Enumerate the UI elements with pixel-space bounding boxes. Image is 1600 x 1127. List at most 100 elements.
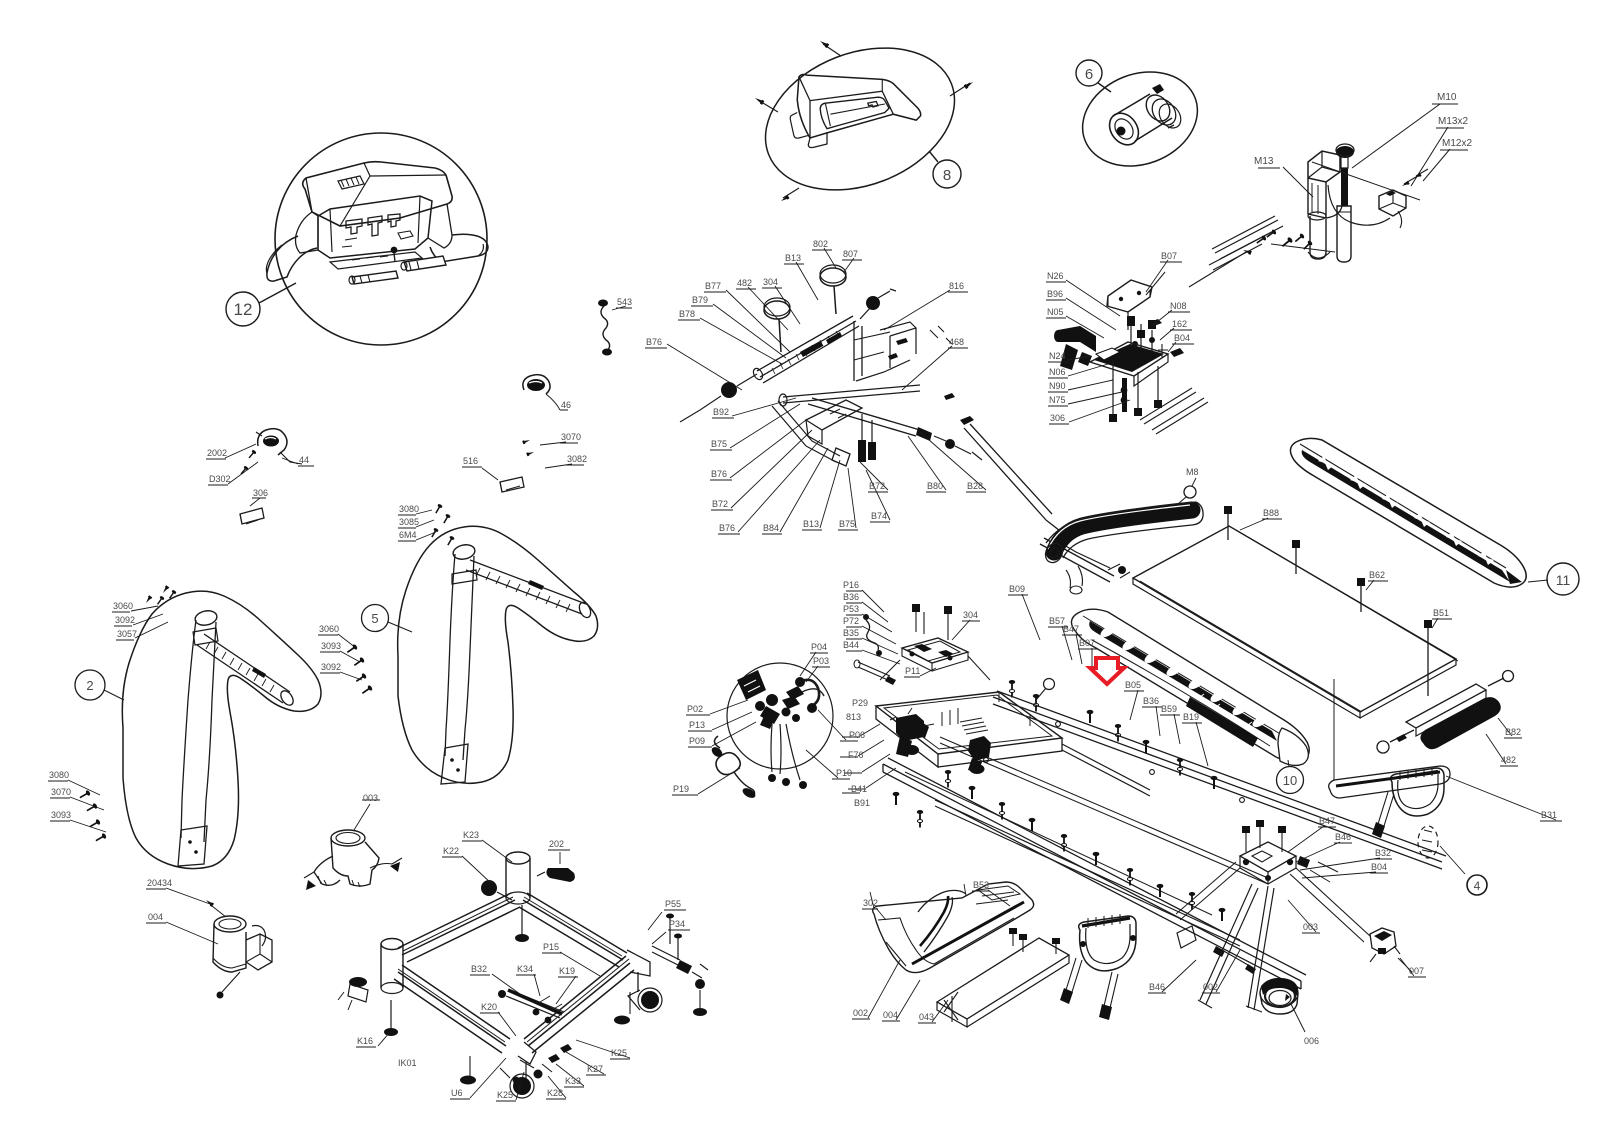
svg-text:P11: P11 [905,666,920,676]
svg-text:K34: K34 [517,964,533,974]
svg-text:006: 006 [1304,1036,1319,1046]
svg-text:3093: 3093 [51,810,71,820]
svg-text:N24: N24 [1049,351,1066,361]
svg-text:K28: K28 [547,1088,563,1098]
svg-text:B76: B76 [646,337,662,347]
svg-text:B32: B32 [1375,848,1391,858]
svg-text:B32: B32 [471,964,487,974]
svg-text:3082: 3082 [567,454,587,464]
svg-text:P02: P02 [687,704,703,714]
svg-text:11: 11 [1556,572,1571,588]
svg-text:10: 10 [1283,773,1297,788]
svg-text:302: 302 [863,898,878,908]
svg-text:12: 12 [234,300,253,319]
svg-text:3092: 3092 [115,615,135,625]
svg-text:46: 46 [561,400,571,410]
svg-text:3092: 3092 [321,662,341,672]
svg-text:P55: P55 [665,899,681,909]
svg-text:N90: N90 [1049,381,1066,391]
svg-text:B79: B79 [692,295,708,305]
svg-text:B57: B57 [1049,616,1065,626]
svg-text:B07: B07 [1079,638,1095,648]
svg-text:44: 44 [299,455,309,465]
svg-text:002: 002 [1203,982,1218,992]
svg-text:468: 468 [949,337,964,347]
svg-text:IK01: IK01 [398,1058,417,1068]
svg-text:B62: B62 [1369,570,1385,580]
svg-text:B41: B41 [851,784,867,794]
svg-text:816: 816 [949,281,964,291]
svg-text:B78: B78 [679,309,695,319]
svg-text:P15: P15 [543,942,559,952]
svg-text:P53: P53 [843,604,859,614]
svg-text:B75: B75 [839,519,855,529]
svg-text:3070: 3070 [561,432,581,442]
svg-text:306: 306 [1050,413,1065,423]
svg-text:B04: B04 [1174,333,1190,343]
svg-text:F76: F76 [848,750,864,760]
svg-text:N26: N26 [1047,271,1064,281]
svg-text:B09: B09 [1009,584,1025,594]
svg-text:K27: K27 [587,1064,603,1074]
svg-text:3085: 3085 [399,517,419,527]
svg-text:K25: K25 [497,1090,513,1100]
svg-text:5: 5 [371,611,378,626]
svg-text:N75: N75 [1049,395,1066,405]
svg-text:003: 003 [1303,922,1318,932]
svg-text:P29: P29 [852,698,868,708]
svg-text:B91: B91 [854,798,870,808]
svg-text:B36: B36 [843,592,859,602]
svg-text:P10: P10 [836,768,852,778]
svg-text:M12x2: M12x2 [1442,138,1472,149]
svg-text:4: 4 [1474,879,1481,893]
svg-text:543: 543 [617,297,632,307]
svg-text:B28: B28 [967,481,983,491]
svg-text:B47: B47 [1063,624,1079,634]
svg-text:P06: P06 [849,730,865,740]
svg-text:K19: K19 [559,966,575,976]
svg-text:004: 004 [883,1010,898,1020]
svg-text:K33: K33 [565,1076,581,1086]
svg-text:B88: B88 [1263,508,1279,518]
svg-text:B76: B76 [719,523,735,533]
svg-text:3057: 3057 [117,629,137,639]
svg-text:M8: M8 [1186,467,1199,477]
svg-text:3060: 3060 [113,601,133,611]
svg-text:U6: U6 [451,1088,463,1098]
svg-text:B47: B47 [1319,816,1335,826]
svg-text:B82: B82 [1505,727,1521,737]
svg-text:482: 482 [1501,755,1516,765]
svg-text:B84: B84 [763,523,779,533]
svg-text:B77: B77 [705,281,721,291]
svg-text:B74: B74 [871,511,887,521]
svg-text:802: 802 [813,239,828,249]
svg-text:P03: P03 [813,656,829,666]
svg-text:304: 304 [963,610,978,620]
svg-text:B76: B76 [711,469,727,479]
svg-text:3070: 3070 [51,787,71,797]
svg-text:482: 482 [737,278,752,288]
svg-text:6: 6 [1085,66,1093,83]
svg-text:162: 162 [1172,319,1187,329]
svg-text:M13: M13 [1254,156,1274,167]
svg-text:B75: B75 [711,439,727,449]
svg-text:P09: P09 [689,736,705,746]
svg-text:K20: K20 [481,1002,497,1012]
svg-text:P16: P16 [843,580,859,590]
svg-text:3080: 3080 [399,504,419,514]
svg-text:3060: 3060 [319,624,339,634]
svg-text:K16: K16 [357,1036,373,1046]
svg-text:M13x2: M13x2 [1438,116,1468,127]
svg-text:B44: B44 [843,640,859,650]
svg-text:B72: B72 [712,499,728,509]
svg-text:D302: D302 [209,474,231,484]
svg-text:B92: B92 [713,407,729,417]
svg-text:813: 813 [846,712,861,722]
svg-text:N08: N08 [1170,301,1187,311]
svg-text:K25: K25 [611,1048,627,1058]
svg-text:B46: B46 [1335,832,1351,842]
svg-text:K23: K23 [463,830,479,840]
svg-text:B05: B05 [1125,680,1141,690]
svg-text:B31: B31 [1541,810,1557,820]
svg-text:202: 202 [549,839,564,849]
